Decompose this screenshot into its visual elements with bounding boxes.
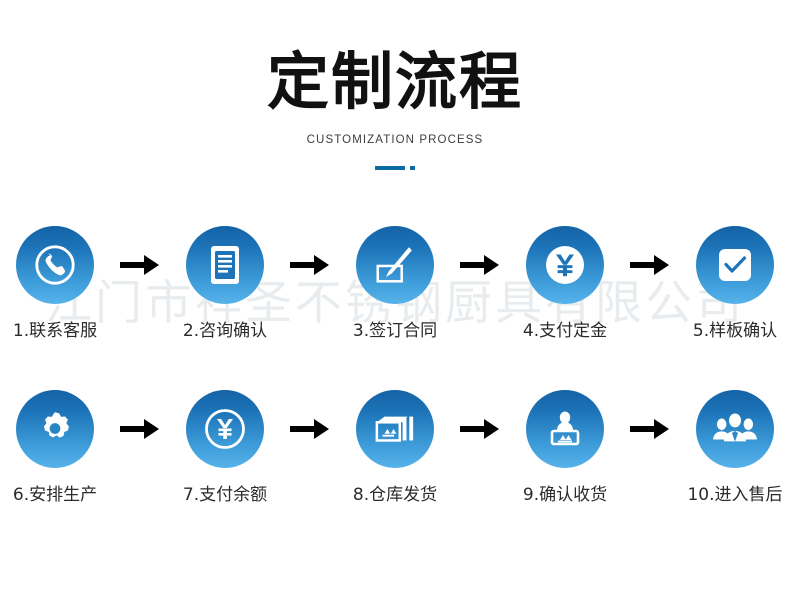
people-group-icon: [711, 409, 759, 449]
step-label: 7.支付余额: [182, 485, 268, 505]
step-pay-deposit[interactable]: 4.支付定金: [510, 226, 620, 342]
phone-icon: [32, 242, 78, 288]
person-package-icon: [543, 407, 587, 451]
divider-dot: [410, 166, 415, 170]
pen-signing-icon: [372, 242, 418, 288]
page-header: 定制流程 CUSTOMIZATION PROCESS: [0, 0, 790, 173]
step-warehouse-shipping[interactable]: 8.仓库发货: [340, 390, 450, 506]
step-icon-bubble: [186, 226, 264, 304]
step-confirm-receipt[interactable]: 9.确认收货: [510, 390, 620, 506]
arrow-right-icon: [110, 226, 170, 304]
step-icon-bubble: [16, 390, 94, 468]
yen-coin-icon: [201, 405, 249, 453]
step-sample-confirm[interactable]: 5.样板确认: [680, 226, 790, 342]
divider-bar: [375, 166, 405, 170]
document-list-icon: [204, 243, 246, 287]
yen-circle-icon: [541, 241, 589, 289]
gear-icon: [32, 406, 78, 452]
step-label: 6.安排生产: [12, 485, 98, 505]
step-label: 2.咨询确认: [182, 321, 268, 341]
step-icon-bubble: [526, 390, 604, 468]
step-after-sales[interactable]: 10.进入售后: [680, 390, 790, 506]
process-row-2: 6.安排生产 7.支付余额: [0, 390, 790, 506]
check-square-icon: [713, 243, 757, 287]
step-label: 10.进入售后: [687, 485, 783, 505]
step-label: 8.仓库发货: [352, 485, 438, 505]
page-title: 定制流程: [266, 45, 523, 118]
arrow-right-icon: [450, 390, 510, 468]
step-icon-bubble: [16, 226, 94, 304]
step-label: 9.确认收货: [522, 485, 608, 505]
step-icon-bubble: [696, 390, 774, 468]
process-row-1: 1.联系客服 2.咨询确: [0, 226, 790, 342]
step-label: 4.支付定金: [522, 321, 608, 341]
arrow-right-icon: [280, 226, 340, 304]
step-label: 1.联系客服: [12, 321, 98, 341]
step-icon-bubble: [696, 226, 774, 304]
arrow-right-icon: [620, 226, 680, 304]
step-label: 3.签订合同: [352, 321, 438, 341]
step-consult-confirm[interactable]: 2.咨询确认: [170, 226, 280, 342]
step-icon-bubble: [356, 390, 434, 468]
step-icon-bubble: [356, 226, 434, 304]
arrow-right-icon: [110, 390, 170, 468]
step-pay-balance[interactable]: 7.支付余额: [170, 390, 280, 506]
arrow-right-icon: [280, 390, 340, 468]
page-subtitle: CUSTOMIZATION PROCESS: [306, 134, 484, 146]
step-icon-bubble: [186, 390, 264, 468]
step-arrange-production[interactable]: 6.安排生产: [0, 390, 110, 506]
warehouse-container-icon: [372, 408, 418, 450]
arrow-right-icon: [620, 390, 680, 468]
arrow-right-icon: [450, 226, 510, 304]
step-sign-contract[interactable]: 3.签订合同: [340, 226, 450, 342]
step-contact-service[interactable]: 1.联系客服: [0, 226, 110, 342]
step-icon-bubble: [526, 226, 604, 304]
step-label: 5.样板确认: [692, 321, 778, 341]
title-divider: [0, 163, 790, 173]
